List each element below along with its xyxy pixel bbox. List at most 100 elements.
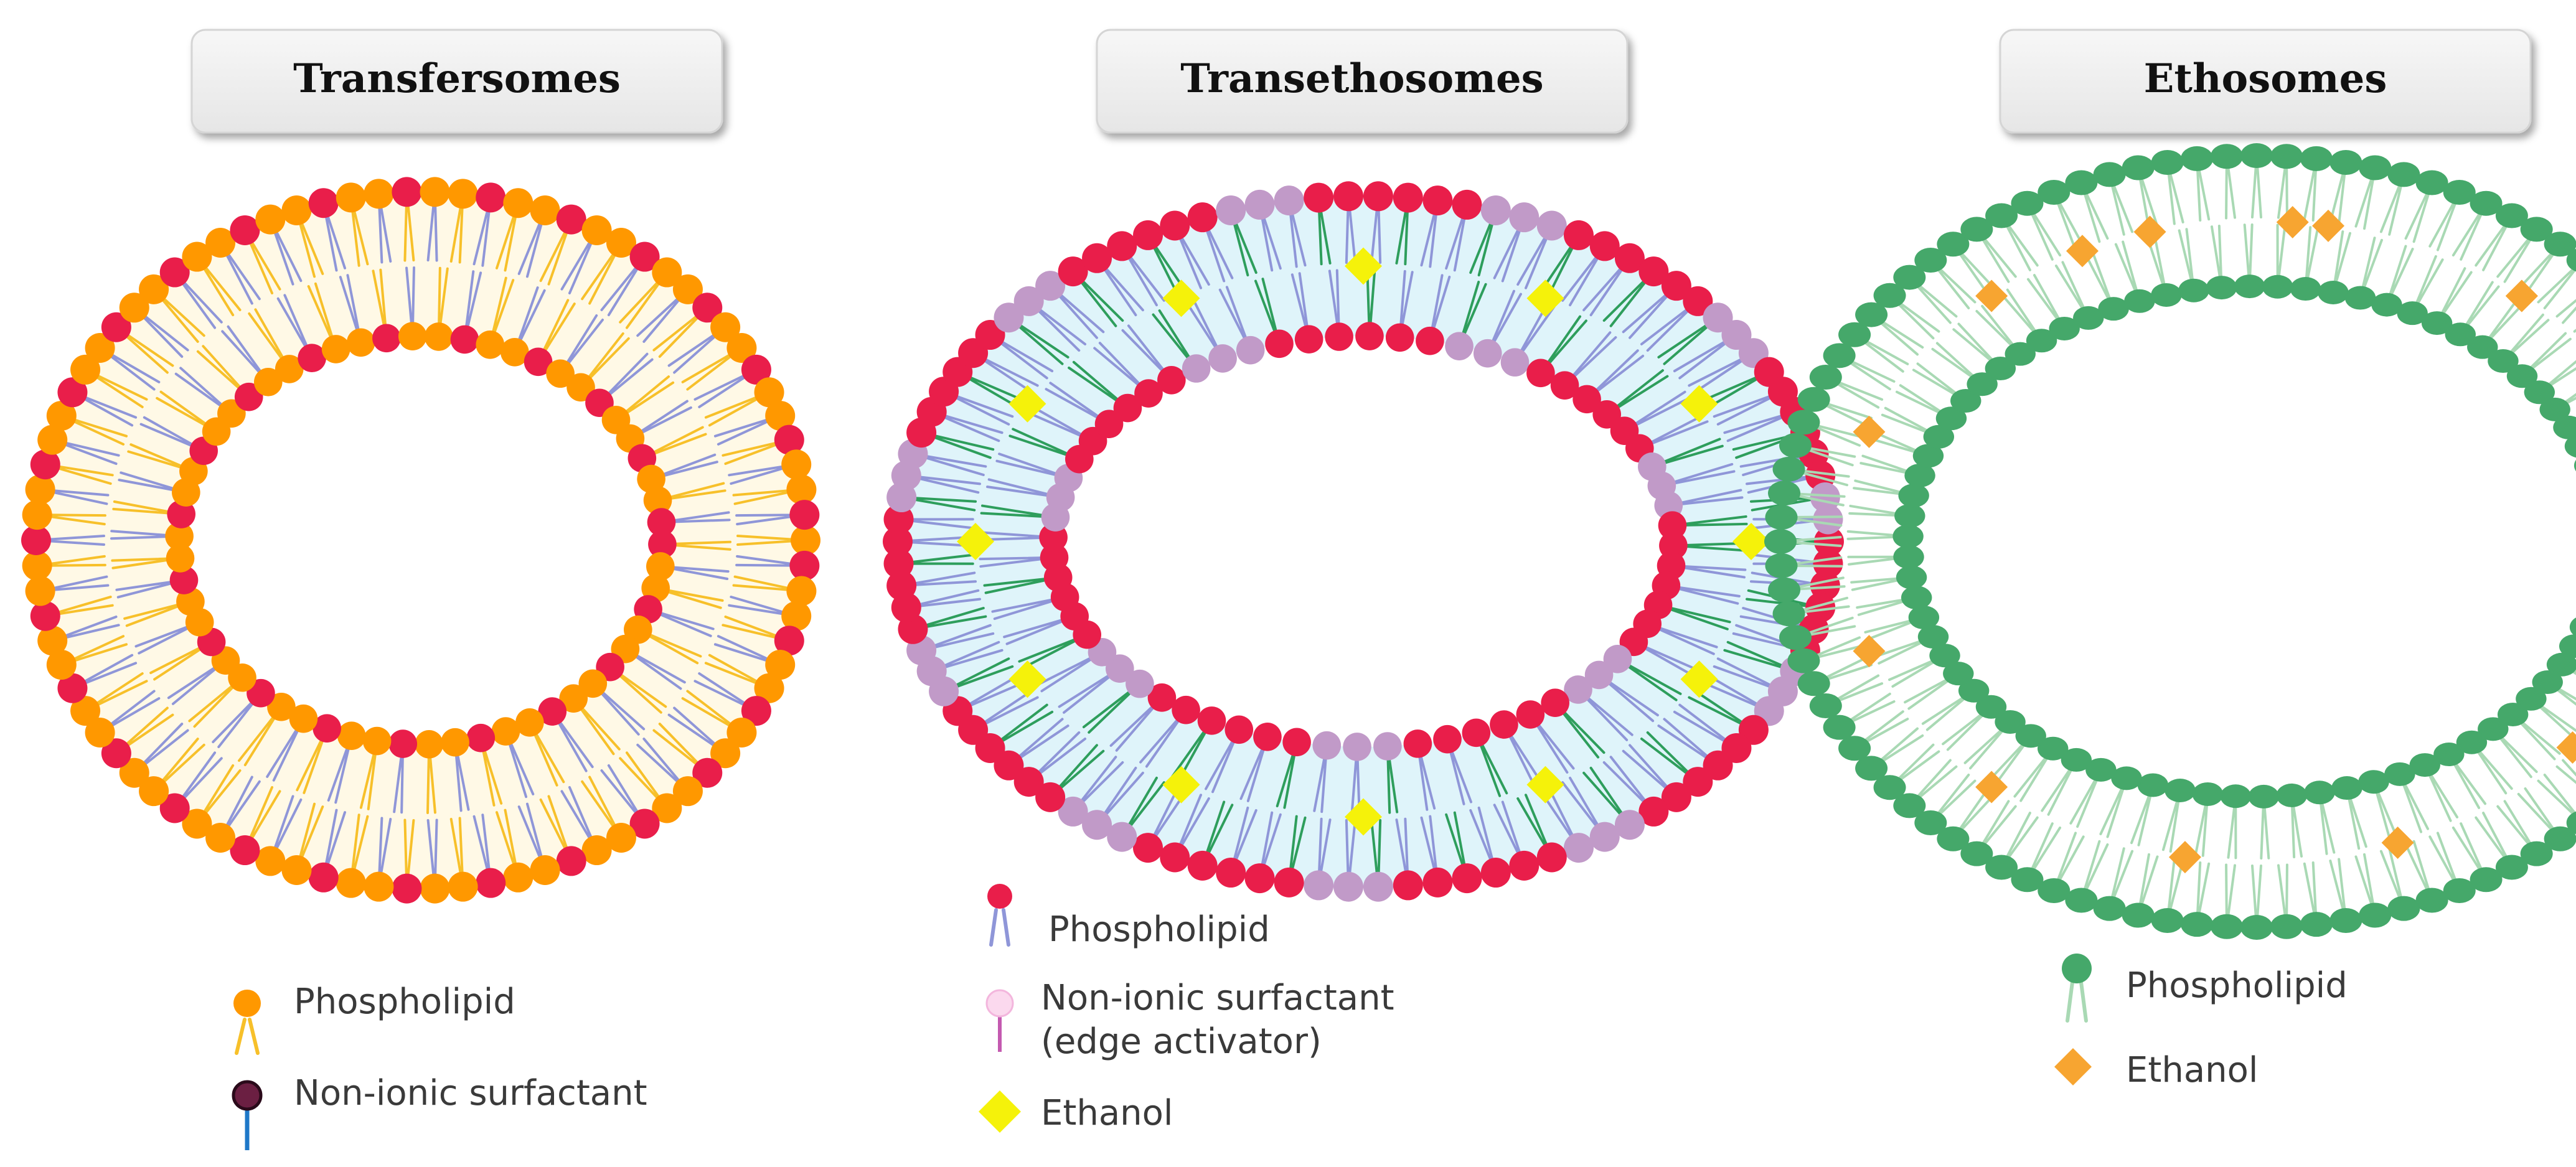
phospholipid-head xyxy=(2038,180,2071,205)
phospholipid-head xyxy=(2061,748,2092,772)
phospholipid-head xyxy=(1958,678,1990,703)
ethanol-molecule xyxy=(2556,731,2576,764)
phospholipid-head xyxy=(2085,757,2117,782)
phospholipid-head xyxy=(1094,410,1124,439)
phospholipid-head xyxy=(1943,662,1974,686)
core xyxy=(179,336,662,744)
phospholipid-head xyxy=(1823,715,1856,740)
phospholipid-head xyxy=(424,322,453,351)
phospholipid-head xyxy=(652,257,682,288)
phospholipid-head xyxy=(1683,286,1713,316)
phospholipid-head xyxy=(1779,433,1812,458)
phospholipid-head xyxy=(182,808,212,839)
phospholipid-head xyxy=(281,195,312,225)
phospholipid-head xyxy=(1814,527,1844,556)
phospholipid-head xyxy=(2098,297,2129,321)
phospholipid-head xyxy=(1160,210,1190,241)
phospholipid-head xyxy=(70,696,101,726)
phospholipid-head xyxy=(2433,743,2465,767)
phospholipid-head xyxy=(1294,325,1323,354)
phospholipid-head xyxy=(692,293,723,323)
phospholipid-head xyxy=(298,344,326,372)
phospholipid-green-icon xyxy=(2062,954,2092,1023)
phospholipid-head xyxy=(1013,286,1044,316)
phospholipid-head xyxy=(1950,388,1981,413)
phospholipid-head xyxy=(1035,271,1066,301)
phospholipid-head xyxy=(765,650,796,680)
phospholipid-head xyxy=(710,738,741,769)
phospholipid-head xyxy=(2270,914,2303,939)
phospholipid-head xyxy=(2122,902,2155,928)
phospholipid-head xyxy=(2122,155,2155,180)
phospholipid-head xyxy=(234,382,263,411)
phospholipid-head xyxy=(2344,286,2376,310)
phospholipid-head xyxy=(2210,914,2243,939)
phospholipid-head xyxy=(2546,652,2576,677)
ethanol-molecule xyxy=(2505,279,2538,312)
phospholipid-head xyxy=(159,257,190,288)
phospholipid-head xyxy=(1304,870,1334,901)
phospholipid-head xyxy=(2467,335,2498,359)
phospholipid-head xyxy=(1236,335,1265,365)
title-box-transfersomes: Transfersomes xyxy=(190,29,723,134)
phospholipid-head xyxy=(205,227,236,258)
phospholipid-head xyxy=(1901,586,1932,610)
phospholipid-head xyxy=(1480,858,1511,888)
phospholipid-head xyxy=(1363,181,1393,212)
phospholipid-head xyxy=(1187,850,1218,881)
phospholipid-head xyxy=(2151,283,2182,307)
ethanol-molecule xyxy=(1853,415,1886,448)
phospholipid-head xyxy=(2443,878,2476,903)
phospholipid-head xyxy=(1208,344,1237,373)
phospholipid-head xyxy=(1658,511,1687,540)
ethanol-molecule xyxy=(1345,798,1382,836)
phospholipid-head xyxy=(1333,871,1364,902)
phospholipid-head xyxy=(476,868,506,898)
phospholipid-head xyxy=(1343,733,1371,761)
phospholipid-head xyxy=(1452,863,1482,894)
phospholipid-head xyxy=(420,177,450,207)
phospholipid-head xyxy=(1917,625,1949,649)
ethanol-molecule xyxy=(1526,279,1564,317)
phospholipid-head xyxy=(476,330,505,359)
phospholipid-head xyxy=(781,449,812,480)
phospholipid-head xyxy=(1013,767,1044,797)
phospholipid-head xyxy=(1304,182,1334,213)
phospholipid-head xyxy=(1892,524,1924,548)
phospholipid-head xyxy=(2574,459,2576,472)
phospholipid-head xyxy=(754,673,784,703)
phospholipid-head xyxy=(2093,896,2126,921)
phospholipid-head xyxy=(2415,888,2448,913)
phospholipid-head xyxy=(1912,444,1944,468)
panel-title-transfersomes: Transfersomes xyxy=(293,55,621,102)
phospholipid-head xyxy=(1363,871,1393,902)
phospholipid-head xyxy=(1040,543,1069,572)
phospholipid-head xyxy=(692,757,723,788)
ethanol-molecule xyxy=(1975,279,2008,312)
phospholipid-head xyxy=(1572,385,1601,414)
phospholipid-head xyxy=(2073,306,2104,330)
phospholipid-head xyxy=(1896,565,1927,589)
phospholipid-head xyxy=(1563,220,1594,250)
phospholipid-head xyxy=(1935,406,1967,431)
phospholipid-head xyxy=(2240,143,2273,168)
phospholipid-head xyxy=(741,696,771,726)
phospholipid-head xyxy=(606,227,636,258)
phospholipid-head xyxy=(2524,380,2555,405)
phospholipid-head xyxy=(101,312,131,342)
phospholipid-head xyxy=(524,347,553,377)
phospholipid-head xyxy=(1160,842,1190,873)
phospholipid-head xyxy=(1904,463,1935,487)
phospholipid-head xyxy=(1764,529,1797,554)
phospholipid-head xyxy=(2409,753,2440,777)
phospholipid-head xyxy=(336,868,366,898)
phospholipid-head xyxy=(1244,189,1275,220)
phospholipid-head xyxy=(556,204,586,235)
phospholipid-head xyxy=(139,776,169,807)
phospholipid-head xyxy=(2300,912,2333,937)
phospholipid-head xyxy=(2566,248,2576,272)
phospholipid-head xyxy=(2111,766,2142,790)
core xyxy=(1053,336,1673,747)
phospholipid-head xyxy=(70,354,101,385)
phospholipid-head xyxy=(643,486,672,515)
